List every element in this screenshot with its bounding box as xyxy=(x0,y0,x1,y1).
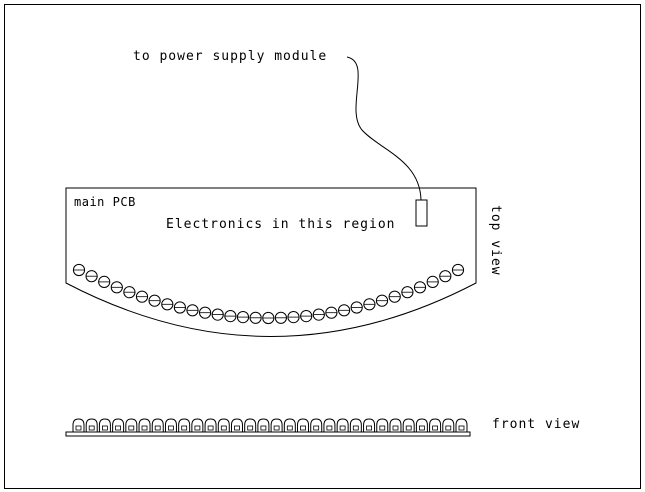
led-front-body-22 xyxy=(352,425,359,431)
led-front-body-5 xyxy=(128,425,135,431)
led-front-body-15 xyxy=(260,425,267,431)
led-front-body-29 xyxy=(445,425,452,431)
led-front-body-11 xyxy=(207,425,214,431)
led-front-body-7 xyxy=(154,425,161,431)
led-front-body-23 xyxy=(366,425,373,431)
led-front-body-8 xyxy=(167,425,174,431)
led-front-body-4 xyxy=(115,425,121,431)
led-front-body-27 xyxy=(418,425,425,431)
front-view-label: front view xyxy=(492,417,580,432)
led-front-body-25 xyxy=(392,425,399,431)
led-front-body-18 xyxy=(300,425,306,431)
led-front-body-6 xyxy=(141,425,148,431)
led-front-body-28 xyxy=(432,425,439,431)
drawing-frame xyxy=(4,4,641,489)
led-front-body-3 xyxy=(102,425,108,431)
led-front-body-19 xyxy=(313,425,320,431)
main-pcb-outline xyxy=(65,187,477,337)
top-view-led-arc xyxy=(72,263,465,325)
led-front-body-17 xyxy=(286,425,293,431)
power-supply-label: to power supply module xyxy=(133,49,327,64)
power-cable xyxy=(346,56,422,201)
front-view-pcb-strip xyxy=(65,431,471,437)
main-pcb-label: main PCB xyxy=(74,195,136,209)
led-front-body-9 xyxy=(181,425,188,431)
led-front-body-10 xyxy=(194,425,201,431)
led-front-body-24 xyxy=(379,425,386,431)
led-front-body-14 xyxy=(247,425,254,431)
electronics-region-label: Electronics in this region xyxy=(166,217,396,232)
led-front-body-16 xyxy=(273,425,280,431)
led-front-body-26 xyxy=(405,425,412,431)
top-view-label: top view xyxy=(488,205,503,276)
led-front-body-2 xyxy=(88,425,95,431)
led-front-body-12 xyxy=(220,425,227,431)
led-front-body-1 xyxy=(75,425,82,431)
led-front-body-21 xyxy=(339,425,346,431)
led-front-body-30 xyxy=(458,425,465,431)
power-connector xyxy=(415,199,428,227)
led-front-body-13 xyxy=(234,425,240,431)
led-front-body-20 xyxy=(326,425,333,431)
front-view-led-row xyxy=(72,418,468,432)
